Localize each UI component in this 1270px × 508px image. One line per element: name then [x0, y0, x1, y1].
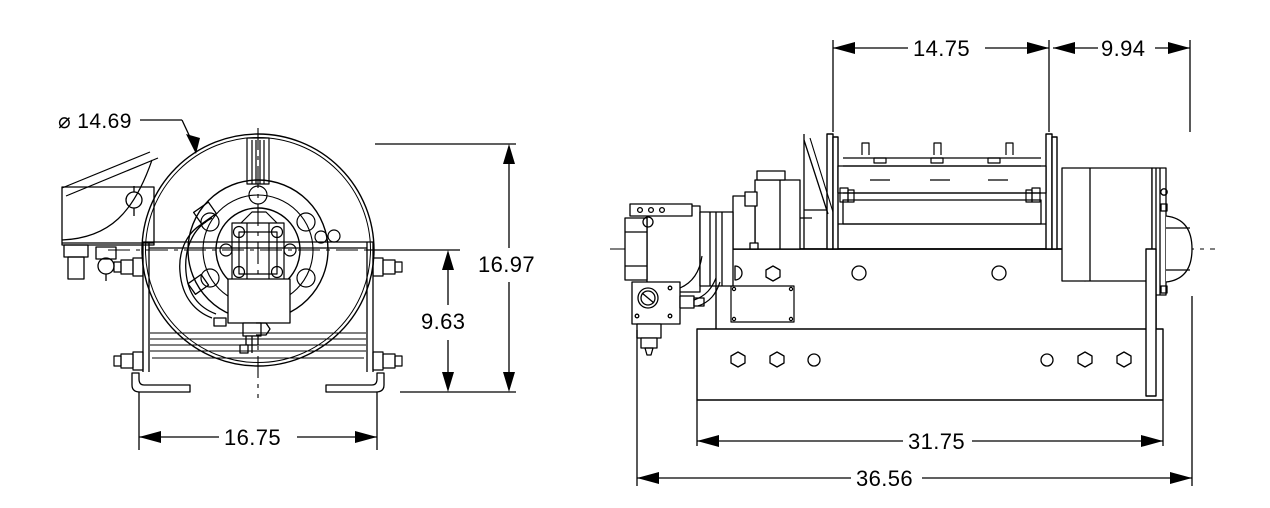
dimension-diameter-14-69 [140, 119, 200, 154]
lower-plate-holes [730, 351, 1132, 368]
arrow-bottom-9-63 [442, 372, 454, 392]
dimension-16-97 [375, 143, 516, 393]
dimension-label-9-63: 9.63 [421, 309, 465, 334]
gusset-diagonal [803, 139, 829, 215]
motor-valve-block [631, 281, 705, 356]
cable-guide-bar [843, 142, 1041, 181]
dimension-label-16-97: 16.97 [478, 252, 535, 277]
dimension-label-16-75: 16.75 [224, 425, 281, 450]
tie-rod-ends [839, 187, 1041, 203]
drum-cover-lines [61, 151, 159, 241]
frame-hex-bolts [113, 257, 403, 371]
brake-housing [1061, 167, 1193, 296]
base-end-plate [1145, 248, 1157, 397]
arrow-right-31-75 [1141, 435, 1163, 447]
drum-body [837, 165, 1047, 250]
dimension-16-75 [138, 392, 378, 450]
hydraulic-motor [624, 203, 734, 293]
arrow-right-36-56 [1170, 472, 1192, 484]
hydraulic-hoses [179, 201, 227, 327]
dimension-9-63 [366, 249, 460, 392]
arrow-left-36-56 [637, 472, 659, 484]
mounting-feet [131, 372, 385, 393]
left-housing [61, 186, 155, 281]
dimension-14-75 [832, 40, 1050, 132]
drum-shaft-stub [246, 137, 270, 185]
arrow-left-14-75 [833, 42, 855, 54]
arrow-right-9-94 [1168, 42, 1190, 54]
gearbox-housing [732, 170, 801, 250]
lower-mount-plate [696, 328, 1164, 401]
dimension-label-diameter: ⌀ 14.69 [58, 110, 132, 133]
side-view-group [610, 133, 1215, 401]
nameplate [730, 285, 795, 323]
arrow-bottom-16-97 [503, 372, 515, 392]
end-view-group [61, 128, 412, 398]
end-view-centerlines [108, 128, 412, 398]
arrow-left-31-75 [697, 435, 719, 447]
dimension-9-94 [1053, 40, 1191, 132]
cable-layers [150, 332, 366, 359]
arrow-right-14-75 [1027, 42, 1049, 54]
dimension-36-56 [636, 296, 1193, 486]
dimension-label-14-75: 14.75 [913, 36, 970, 61]
dimension-label-9-94: 9.94 [1101, 36, 1145, 61]
arrow-top-16-97 [503, 144, 515, 164]
gusset-diagonal-2 [809, 137, 834, 213]
motor-hoses [679, 255, 721, 307]
flange-bolt-heads [200, 185, 328, 315]
arrow-right-16-75 [355, 431, 377, 443]
dimension-label-31-75: 31.75 [908, 429, 965, 454]
dimension-label-36-56: 36.56 [856, 466, 913, 491]
leader-arrowhead [186, 134, 200, 154]
flange-detail-hole [327, 229, 341, 243]
dimension-31-75 [696, 400, 1164, 447]
arrow-top-9-63 [442, 250, 454, 270]
arrow-left-16-75 [139, 431, 161, 443]
arrow-left-9-94 [1053, 42, 1075, 54]
